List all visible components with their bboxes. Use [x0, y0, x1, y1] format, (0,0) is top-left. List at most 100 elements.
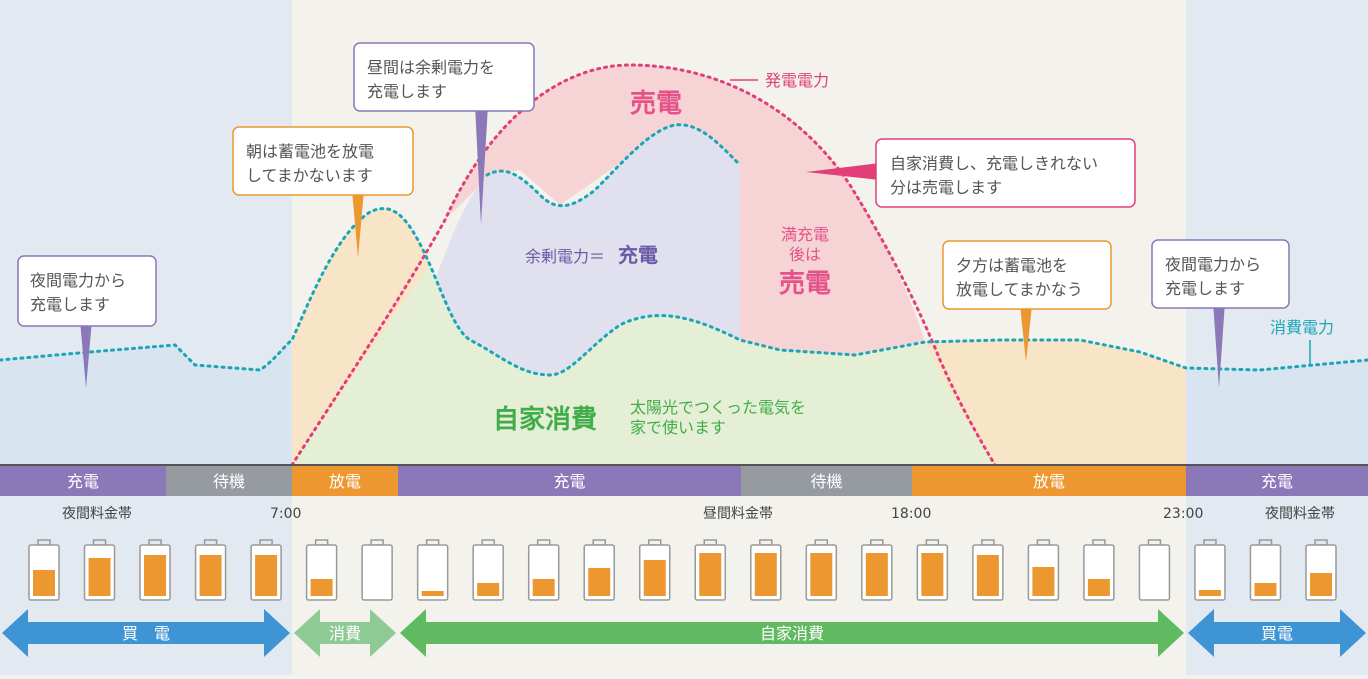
battery-icon: [916, 539, 949, 601]
callout-line1: 自家消費し、充電しきれない: [890, 154, 1098, 173]
callout-pointer: [1020, 305, 1032, 362]
battery-icon: [805, 539, 838, 601]
callout-pointer: [1213, 302, 1225, 388]
battery-charge-fill: [754, 553, 777, 596]
callout-line2: 分は売電します: [890, 178, 1002, 197]
battery-charge-fill: [643, 560, 666, 596]
callout-box: [232, 126, 414, 196]
sell-big-label: 売電: [630, 89, 682, 119]
battery-charge-fill: [88, 558, 111, 596]
callout-night-left: 夜間電力から 充電します: [17, 255, 157, 388]
generation-label: 発電電力: [765, 71, 829, 90]
callout-line2: 放電してまかなう: [956, 280, 1083, 299]
status-label: 放電: [1033, 472, 1065, 491]
status-bar: 充電 待機 放電 充電 待機 放電 充電: [0, 466, 1368, 496]
battery-icon: [638, 539, 671, 601]
callout-box: [17, 255, 157, 327]
evening-discharge-area: [925, 340, 1186, 465]
status-label: 放電: [329, 472, 361, 491]
status-label: 待機: [213, 472, 245, 491]
battery-charge-fill: [1087, 579, 1110, 596]
battery-icon: [194, 539, 227, 601]
callout-line1: 夜間電力から: [30, 271, 126, 290]
arrow-buy: [1188, 609, 1366, 657]
day-rate-label: 昼間料金帯: [703, 506, 773, 522]
night-rate-right-label: 夜間料金帯: [1265, 506, 1335, 522]
callout-line1: 朝は蓄電池を放電: [246, 142, 374, 161]
status-segment-discharge: [292, 466, 398, 496]
battery-icon: [1249, 539, 1282, 601]
sell-area: [445, 65, 925, 355]
battery-icon: [972, 539, 1004, 601]
battery-charge-fill: [865, 553, 888, 596]
time-1800: 18:00: [891, 506, 931, 522]
battery-icon: [139, 539, 171, 601]
battery-icon: [527, 539, 560, 601]
callout-sell: 自家消費し、充電しきれない 分は売電します: [806, 138, 1136, 208]
battery-charge-fill: [532, 579, 555, 596]
battery-charge-fill: [699, 553, 722, 596]
battery-charge-fill: [477, 583, 500, 596]
time-0700: 7:00: [270, 506, 301, 522]
arrow-label: 買電: [1261, 624, 1293, 643]
battery-icon: [750, 539, 782, 601]
battery-charge-fill: [1254, 583, 1277, 596]
morning-discharge-area: [292, 208, 430, 465]
night-rate-left-label: 夜間料金帯: [62, 506, 132, 522]
battery-row: [28, 539, 1337, 601]
callout-evening: 夕方は蓄電池を 放電してまかなう: [942, 240, 1112, 362]
self-consumption-label: 自家消費: [493, 404, 597, 435]
battery-icon: [1305, 539, 1337, 601]
status-segment-charge: [398, 466, 741, 496]
consumption-label: 消費電力: [1270, 318, 1334, 337]
battery-charge-fill: [588, 568, 611, 596]
callout-pointer: [80, 320, 92, 388]
battery-charge-fill: [144, 555, 167, 596]
consumption-curve: [0, 207, 1368, 377]
power-flow-arrows: 買 電消費自家消費買電: [2, 609, 1366, 657]
night-consumption-area-right: [1186, 360, 1368, 465]
surplus-label-strong: 充電: [618, 243, 658, 267]
callout-line2: 充電します: [1165, 279, 1245, 298]
callout-box: [353, 42, 535, 112]
callout-morning: 朝は蓄電池を放電 してまかないます: [232, 126, 414, 258]
callout-line1: 昼間は余剰電力を: [367, 58, 495, 77]
battery-icon: [1027, 539, 1060, 601]
callout-box: [875, 138, 1136, 208]
callout-pointer: [352, 190, 364, 258]
battery-icon: [416, 539, 449, 601]
battery-icon: [1138, 539, 1171, 601]
status-label: 充電: [67, 472, 99, 491]
status-segment-standby: [166, 466, 292, 496]
consumption-peak-curve: [485, 123, 742, 208]
arrow-label: 買 電: [122, 624, 170, 643]
status-label: 充電: [553, 472, 585, 491]
battery-icon: [694, 539, 727, 601]
self-consumption-area: [292, 265, 995, 465]
status-segment-charge: [0, 466, 166, 496]
callout-line1: 夕方は蓄電池を: [956, 256, 1068, 275]
battery-charge-fill: [976, 555, 999, 596]
callout-box: [942, 240, 1112, 310]
night-consumption-area-left: [0, 340, 292, 465]
battery-charge-fill: [33, 570, 55, 596]
callout-line2: 充電します: [30, 295, 110, 314]
callout-pointer: [475, 105, 488, 225]
battery-icon: [472, 539, 504, 601]
callout-pointer: [806, 163, 880, 180]
status-label: 充電: [1261, 472, 1293, 491]
battery-icon: [583, 539, 615, 601]
battery-charge-fill: [421, 591, 444, 596]
solar-note-line2: 家で使います: [630, 418, 726, 437]
battery-icon: [861, 539, 893, 601]
arrow-self: [400, 609, 1184, 657]
battery-charge-fill: [810, 553, 833, 596]
full-line2: 後は: [789, 245, 821, 264]
battery-icon: [83, 539, 116, 601]
battery-charge-fill: [921, 553, 944, 596]
callout-line1: 夜間電力から: [1165, 255, 1261, 274]
battery-icon: [1083, 539, 1115, 601]
status-label: 待機: [810, 472, 842, 491]
solar-note-line1: 太陽光でつくった電気を: [630, 398, 806, 417]
